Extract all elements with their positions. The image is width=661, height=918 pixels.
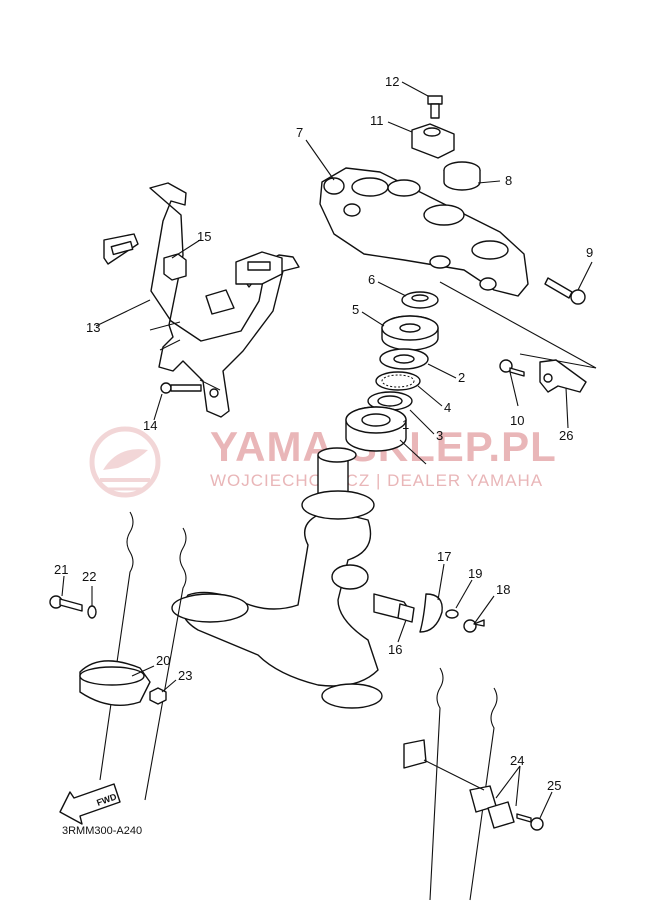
part-10-bolt bbox=[499, 359, 525, 377]
part-25-screw bbox=[516, 813, 544, 831]
callout-22: 22 bbox=[82, 569, 96, 584]
part-8-steering-nut bbox=[443, 161, 481, 191]
callout-10: 10 bbox=[510, 413, 524, 428]
callout-23: 23 bbox=[178, 668, 192, 683]
part-17-clamp bbox=[419, 593, 443, 633]
part-20-clamp bbox=[79, 660, 151, 707]
callout-11: 11 bbox=[370, 113, 384, 128]
callout-15: 15 bbox=[197, 229, 211, 244]
part-1-ball-race bbox=[345, 406, 407, 452]
part-19-washer bbox=[445, 609, 459, 619]
callout-6: 6 bbox=[368, 272, 375, 287]
upper-bracket-assembly bbox=[319, 95, 597, 393]
watermark-logo bbox=[89, 426, 161, 498]
part-3-bearing bbox=[367, 391, 413, 411]
callout-12: 12 bbox=[385, 74, 399, 89]
diagram-code: 3RMM300-A240 bbox=[62, 825, 142, 837]
callout-26: 26 bbox=[559, 428, 573, 443]
callout-24: 24 bbox=[510, 753, 524, 768]
callout-8: 8 bbox=[505, 173, 512, 188]
part-2-bearing-cover bbox=[379, 348, 429, 370]
part-6-ring-nut bbox=[401, 291, 439, 309]
callout-4: 4 bbox=[444, 400, 451, 415]
steering-bearing-stack bbox=[345, 291, 439, 452]
part-4-ball-race bbox=[375, 371, 421, 391]
callout-16: 16 bbox=[388, 642, 402, 657]
part-18-bolt bbox=[463, 619, 485, 633]
fwd-arrow-icon: FWD bbox=[59, 783, 121, 825]
callout-17: 17 bbox=[437, 549, 451, 564]
callout-13: 13 bbox=[86, 320, 100, 335]
part-16-cable-guide bbox=[331, 564, 415, 623]
callout-21: 21 bbox=[54, 562, 68, 577]
callout-2: 2 bbox=[458, 370, 465, 385]
callout-3: 3 bbox=[436, 428, 443, 443]
callout-7: 7 bbox=[296, 125, 303, 140]
callout-18: 18 bbox=[496, 582, 510, 597]
part-15-clip bbox=[163, 253, 187, 281]
callout-25: 25 bbox=[547, 778, 561, 793]
callout-20: 20 bbox=[156, 653, 170, 668]
callout-5: 5 bbox=[352, 302, 359, 317]
lower-bracket-assembly bbox=[171, 447, 485, 709]
callout-19: 19 bbox=[468, 566, 482, 581]
fork-clamp-assembly bbox=[49, 595, 167, 707]
callout-leaders bbox=[61, 81, 593, 819]
watermark-subtitle: WOJCIECHOWICZ | DEALER YAMAHA bbox=[210, 471, 543, 490]
part-5-washer bbox=[381, 315, 439, 351]
part-26-stay bbox=[539, 359, 587, 393]
reflector-bracket-assembly bbox=[403, 739, 544, 831]
part-21-bolt bbox=[49, 595, 83, 612]
headlight-bracket-assembly bbox=[103, 182, 300, 418]
front-fork-tubes bbox=[99, 511, 498, 901]
callout-1: 1 bbox=[402, 417, 409, 432]
part-9-pinch-bolt bbox=[544, 277, 586, 305]
part-14-bolt bbox=[160, 382, 202, 394]
callout-9: 9 bbox=[586, 245, 593, 260]
callout-14: 14 bbox=[143, 418, 157, 433]
callout-labels: 1 2 3 4 5 6 7 8 9 10 11 12 13 14 15 16 1… bbox=[54, 74, 593, 793]
part-11-handlebar-holder bbox=[411, 123, 455, 159]
part-22-washer bbox=[87, 605, 97, 619]
part-12-bolt bbox=[427, 95, 443, 119]
